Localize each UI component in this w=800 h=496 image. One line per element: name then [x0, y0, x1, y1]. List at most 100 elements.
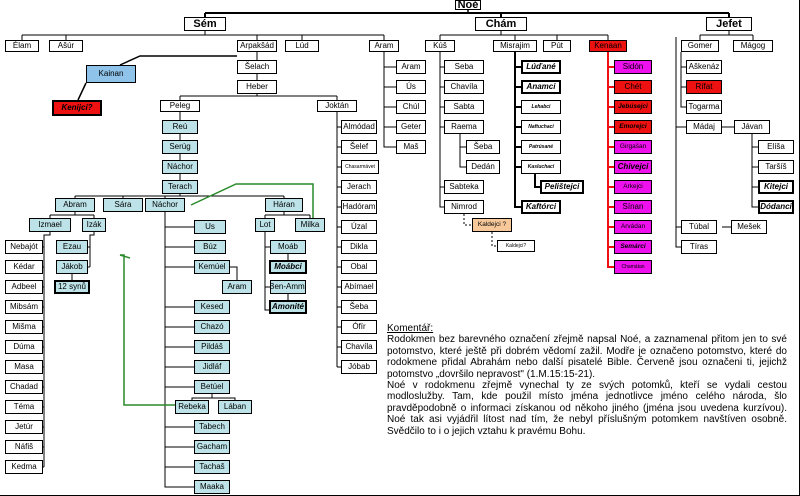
line-gomer-sons: [680, 52, 686, 108]
node-tabech: Tabech: [194, 420, 230, 434]
node-peleg: Peleg: [160, 100, 200, 112]
node-kaldeji2: Kaldejci?: [497, 240, 535, 252]
node-seba2: Šeba: [341, 300, 377, 314]
node-tarsis: Taršíš: [758, 160, 794, 174]
node-misma: Mišma: [5, 320, 43, 334]
node-mesek: Mešek: [731, 220, 767, 234]
line-jefet-list: [675, 37, 681, 248]
node-emorejci: Emorejci: [614, 120, 652, 134]
node-sinan: Sínan: [614, 200, 652, 214]
node-kaldeji: Kaldejci ?: [472, 218, 512, 232]
node-arpaksad: Arpakšád: [237, 40, 277, 52]
node-seba1: Seba: [444, 60, 484, 74]
node-chet: Chét: [614, 80, 652, 94]
node-adbeel: Adbeel: [5, 280, 43, 294]
node-haran: Háran: [265, 198, 303, 212]
line-rebeka: [191, 394, 213, 400]
line-kenijci: [77, 82, 87, 101]
node-nebajot: Nebajót: [5, 240, 43, 254]
node-milka: Milka: [295, 218, 325, 232]
line-marriage-milka: [190, 183, 314, 218]
node-chadad: Chadad: [5, 380, 43, 394]
line-lot-sons: [264, 232, 269, 311]
line-aram3: [230, 266, 238, 280]
node-patrusane: Patrúsané: [521, 140, 561, 154]
node-chasarmavet: Chasarmávet: [341, 160, 379, 174]
node-lud: Lúd: [285, 40, 319, 52]
line-kus-sons: [439, 52, 444, 208]
node-buz: Búz: [194, 240, 226, 254]
node-nachor1: Náchor: [162, 160, 198, 174]
node-us2: Us: [194, 220, 226, 234]
node-benami: Ben-Ammí: [270, 280, 306, 294]
line-izak-sons: [89, 232, 95, 267]
node-askenaz: Aškenáz: [686, 60, 722, 74]
line-kainan: [119, 55, 237, 66]
node-jidlaf: Jidláf: [194, 360, 230, 374]
node-pelistejci: Pelištejci: [540, 180, 584, 194]
node-reu: Reú: [162, 120, 198, 134]
node-jerach: Jerach: [341, 180, 377, 194]
node-jebusejci: Jebúsejci: [614, 100, 652, 114]
node-kenijci: Kenijci?: [52, 100, 102, 116]
node-maaka: Maaka: [194, 480, 230, 494]
node-chazo: Chazó: [194, 320, 230, 334]
node-hadoram: Hadóram: [341, 200, 377, 214]
node-jakob: Jákob: [56, 260, 88, 274]
node-naftuchaci: Naftuchaci: [521, 120, 561, 134]
node-elam: Élam: [5, 40, 39, 52]
node-nimrod: Nimrod: [444, 200, 484, 214]
node-tiras: Tíras: [681, 240, 717, 254]
node-duma: Dúma: [5, 340, 43, 354]
node-jetur: Jetúr: [5, 420, 43, 434]
node-dodanci: Dódanci: [758, 200, 794, 214]
node-lehabci: Lehabci: [521, 100, 561, 114]
node-obal: Obal: [341, 260, 377, 274]
node-masa: Masa: [5, 360, 43, 374]
node-jobab: Jóbab: [341, 360, 377, 374]
node-javan: Jávan: [734, 120, 770, 134]
node-betuel: Betúel: [194, 380, 230, 394]
node-sabteka: Sabteka: [444, 180, 484, 194]
node-arkejci: Arkejci: [614, 180, 652, 194]
line-nachor-sons: [164, 212, 194, 488]
node-kesed: Kesed: [194, 300, 230, 314]
node-ludane: Lúďané: [521, 60, 561, 74]
node-micrajim: Misrajim: [493, 40, 537, 52]
node-madaj: Mádaj: [686, 120, 722, 134]
node-chul: Chúl: [396, 100, 426, 114]
node-raema: Raema: [444, 120, 484, 134]
node-kedma: Kedma: [5, 460, 43, 474]
node-chivejci: Chivejci: [614, 160, 652, 174]
node-lot: Lot: [255, 218, 275, 232]
node-aram1: Aram: [369, 40, 399, 52]
node-selef: Šelef: [341, 140, 377, 154]
node-cham: Chám: [475, 17, 527, 31]
node-tubal: Túbal: [681, 220, 717, 234]
node-kenaan: Kenaan: [589, 40, 627, 52]
line-izmael-sons: [43, 232, 51, 467]
node-almodad: Almódad: [341, 120, 377, 134]
node-mibsam: Mibsám: [5, 300, 43, 314]
line-marriage-rebeka: [120, 254, 175, 406]
node-dedan: Dedán: [466, 160, 500, 174]
node-laban: Lában: [218, 400, 252, 414]
node-amonite: Amonité: [269, 300, 307, 314]
node-aram3: Aram: [222, 280, 252, 294]
line-kaldeji: [463, 214, 472, 226]
node-abram: Abram: [55, 198, 95, 212]
node-kasluchaci: Kasluchaci: [521, 160, 561, 174]
node-sabta: Sabta: [444, 100, 484, 114]
comment-paragraph-2: Noé v rodokmenu zřejmě vynechal ty ze sv…: [387, 380, 787, 437]
node-uzal: Úzal: [341, 220, 377, 234]
line-laban: [212, 397, 236, 400]
line-raema-sons: [459, 134, 466, 168]
node-izak: Izák: [82, 218, 106, 232]
node-saraj: Sára: [103, 198, 143, 212]
node-chavila2: Chavíla: [341, 340, 377, 354]
node-noe: Noé: [455, 0, 481, 10]
node-moabci: Moábci: [269, 260, 307, 274]
comment-heading: Komentář:: [387, 323, 434, 334]
node-mas: Maš: [396, 140, 426, 154]
